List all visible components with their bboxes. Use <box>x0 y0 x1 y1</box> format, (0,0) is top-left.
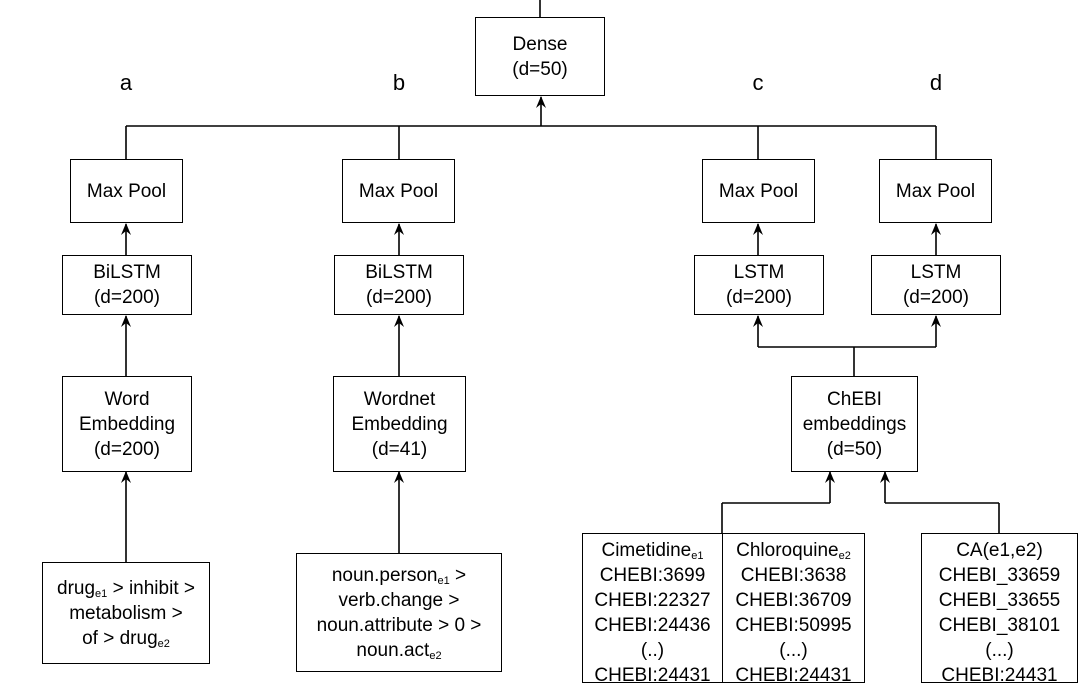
maxpool-label: Max Pool <box>718 180 799 202</box>
input-c1-head: Cimetidinee1 <box>601 540 704 562</box>
bilstm-dim: (d=200) <box>365 287 433 308</box>
wordnet-embedding-line1: Wordnet <box>363 388 436 410</box>
word-embedding-line1: Word <box>104 388 150 410</box>
input-box-c2: Chloroquinee2 CHEBI:3638 CHEBI:36709 CHE… <box>722 533 865 686</box>
input-b-line2: verb.change > <box>338 589 460 611</box>
lstm-box-d: LSTM (d=200) <box>871 255 1001 315</box>
maxpool-label: Max Pool <box>895 180 976 202</box>
chebi-id: CHEBI_33659 <box>938 565 1061 586</box>
wordnet-embedding-line2: Embedding <box>351 413 448 435</box>
lstm-title: LSTM <box>910 262 962 283</box>
chebi-id: CHEBI_33655 <box>938 590 1061 611</box>
input-a-line2: metabolism > <box>69 602 183 624</box>
ellipsis: (..) <box>640 640 665 661</box>
input-a-line3: of > druge2 <box>82 627 170 650</box>
word-embedding-dim: (d=200) <box>93 438 161 460</box>
input-b-line1: noun.persone1 > <box>331 564 467 587</box>
wordnet-embedding-box: Wordnet Embedding (d=41) <box>333 376 466 472</box>
lstm-box-c: LSTM (d=200) <box>694 255 824 315</box>
bilstm-box-b: BiLSTM (d=200) <box>334 255 464 315</box>
bilstm-dim: (d=200) <box>93 287 161 308</box>
chebi-embeddings-line2: embeddings <box>802 413 907 435</box>
bilstm-box-a: BiLSTM (d=200) <box>62 255 192 315</box>
chebi-id: CHEBI:3699 <box>599 565 706 586</box>
dense-layer-box: Dense (d=50) <box>475 17 605 96</box>
chebi-id: CHEBI:36709 <box>735 590 852 611</box>
dense-dim: (d=50) <box>512 58 568 80</box>
input-box-c1: Cimetidinee1 CHEBI:3699 CHEBI:22327 CHEB… <box>582 533 723 686</box>
bilstm-title: BiLSTM <box>365 262 433 283</box>
lstm-title: LSTM <box>733 262 785 283</box>
wordnet-embedding-dim: (d=41) <box>371 438 428 460</box>
chebi-embeddings-line1: ChEBI <box>827 388 882 410</box>
chebi-id: CHEBI:24436 <box>594 615 711 636</box>
maxpool-box-c: Max Pool <box>702 159 815 223</box>
bilstm-title: BiLSTM <box>93 262 161 283</box>
chebi-id: CHEBI:50995 <box>735 615 852 636</box>
chebi-id: CHEBI:24431 <box>941 665 1058 686</box>
lstm-dim: (d=200) <box>725 287 793 308</box>
word-embedding-line2: Embedding <box>78 413 176 435</box>
input-box-b: noun.persone1 > verb.change > noun.attri… <box>296 553 502 672</box>
input-c2-head: Chloroquinee2 <box>736 540 851 562</box>
branch-label-d: d <box>929 70 943 95</box>
branch-label-b: b <box>392 70 406 95</box>
maxpool-box-d: Max Pool <box>879 159 992 223</box>
input-d-head: CA(e1,e2) <box>956 540 1043 561</box>
branch-label-c: c <box>752 70 764 95</box>
input-b-line3: noun.attribute > 0 > <box>316 614 482 636</box>
chebi-id: CHEBI:22327 <box>594 590 711 611</box>
dense-title: Dense <box>512 33 568 55</box>
maxpool-label: Max Pool <box>358 180 439 202</box>
maxpool-label: Max Pool <box>86 180 167 202</box>
chebi-id: CHEBI_38101 <box>938 615 1061 636</box>
input-b-line4: noun.acte2 <box>356 639 442 662</box>
chebi-id: CHEBI:3638 <box>740 565 847 586</box>
lstm-dim: (d=200) <box>902 287 970 308</box>
ellipsis: (...) <box>779 640 808 661</box>
chebi-embeddings-box: ChEBI embeddings (d=50) <box>791 376 918 472</box>
chebi-id: CHEBI:24431 <box>594 665 711 686</box>
input-box-d: CA(e1,e2) CHEBI_33659 CHEBI_33655 CHEBI_… <box>921 533 1078 686</box>
word-embedding-box: Word Embedding (d=200) <box>62 376 192 472</box>
chebi-id: CHEBI:24431 <box>735 665 852 686</box>
maxpool-box-b: Max Pool <box>342 159 455 223</box>
chebi-embeddings-dim: (d=50) <box>826 438 883 460</box>
branch-label-a: a <box>119 70 133 95</box>
input-a-line1: druge1 > inhibit > <box>57 577 195 600</box>
ellipsis: (...) <box>985 640 1014 661</box>
input-box-a: druge1 > inhibit > metabolism > of > dru… <box>42 562 210 664</box>
maxpool-box-a: Max Pool <box>70 159 183 223</box>
